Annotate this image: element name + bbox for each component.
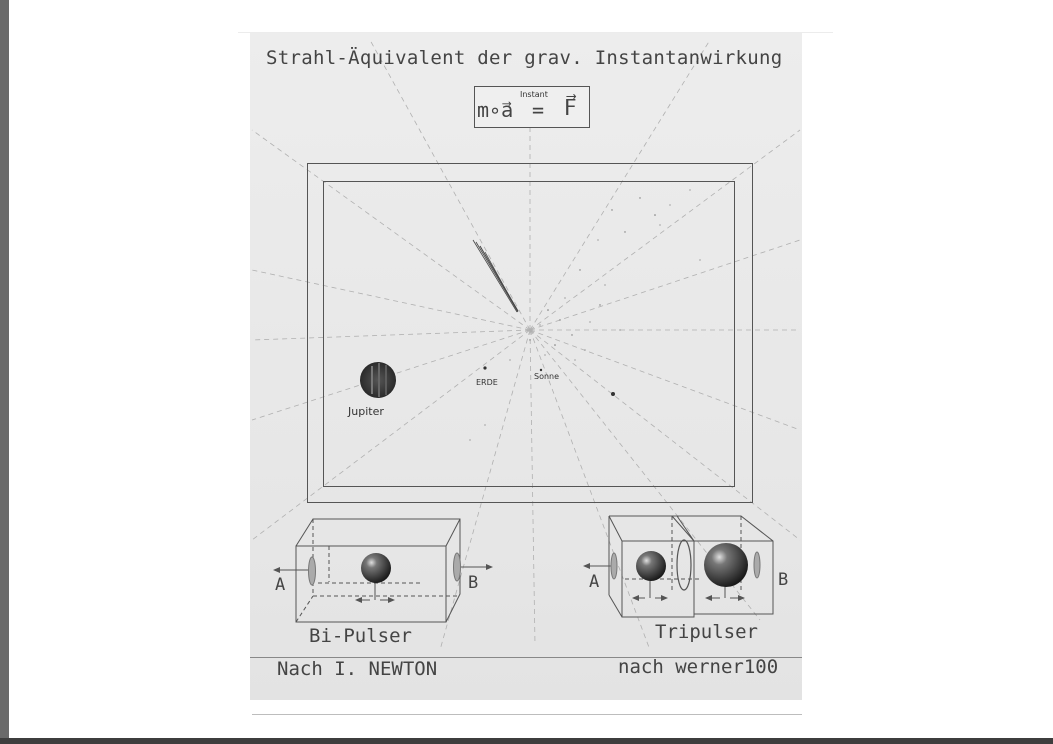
earth-dot <box>483 366 487 370</box>
star-field <box>469 189 701 441</box>
inner-frame <box>323 181 735 487</box>
formula-superscript: Instant <box>520 90 548 99</box>
tripulser-disc-b <box>753 551 761 579</box>
formula-box <box>474 86 590 128</box>
tripulser-box <box>583 515 774 618</box>
bi-pulser-caption: Bi-Pulser <box>309 625 412 647</box>
planet-dot <box>611 392 615 396</box>
top-white-strip <box>238 0 833 33</box>
formula-equals: = <box>532 98 545 122</box>
bi-pulser-label-a: A <box>275 575 286 595</box>
bi-pulser-box <box>273 518 493 623</box>
tripulser-caption: Tripulser <box>655 621 758 643</box>
poster-sheet <box>250 33 802 700</box>
tripulser-label-a: A <box>589 572 600 592</box>
outer-frame <box>307 163 753 503</box>
bi-pulser-ball <box>361 553 391 583</box>
sun-label: Sonne <box>534 372 560 381</box>
formula-left-side: m∘a⃗ <box>477 98 514 122</box>
sun-dot <box>539 368 543 372</box>
tripulser-large-ball <box>704 543 748 587</box>
tripulser-disc-a <box>610 552 618 580</box>
tripulser-small-ball <box>636 551 666 581</box>
footer-right-text: nach werner100 <box>618 656 779 678</box>
poster-title: Strahl-Äquivalent der grav. Instantanwir… <box>266 47 783 69</box>
bi-pulser-disc-b <box>453 552 461 582</box>
tripulser-ring <box>676 539 692 591</box>
earth-label: ERDE <box>476 378 498 387</box>
tripulser-label-b: B <box>778 570 789 590</box>
bi-pulser-disc-a <box>308 556 316 586</box>
scan-bottom-edge <box>0 738 1053 744</box>
scan-left-edge <box>0 0 9 744</box>
planets <box>360 362 615 398</box>
sheet-underline <box>252 714 802 715</box>
footer-divider <box>250 657 802 658</box>
bi-pulser-label-b: B <box>468 573 479 593</box>
comet <box>472 239 519 313</box>
footer-left-text: Nach I. NEWTON <box>277 658 438 680</box>
jupiter-label: Jupiter <box>348 405 384 418</box>
formula-right-side: F⃗ <box>564 96 577 121</box>
